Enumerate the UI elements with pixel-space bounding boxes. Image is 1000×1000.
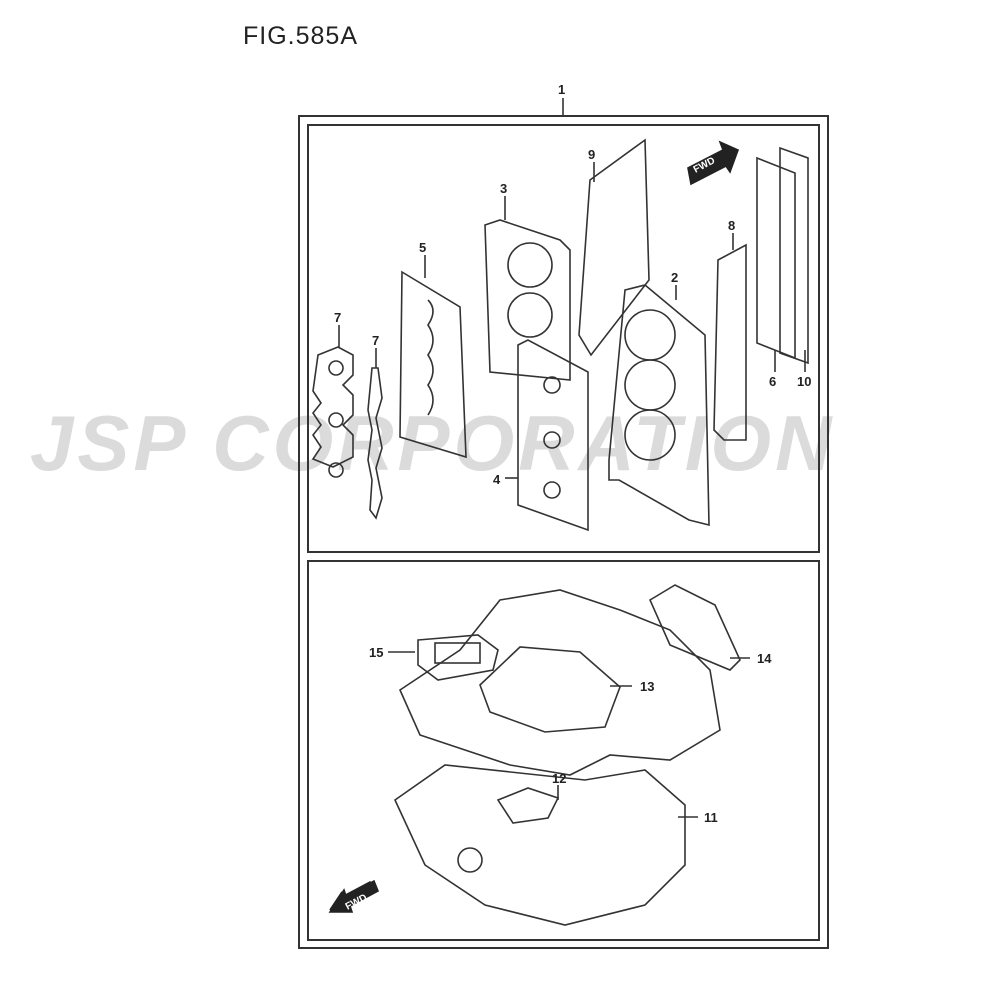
part-15-gasket: [388, 634, 499, 681]
part-5-gasket: [399, 255, 467, 459]
callout-15: 15: [369, 645, 384, 660]
part-8-gasket: [713, 233, 747, 441]
callout-4: 4: [493, 472, 501, 487]
part-9-gasket: [578, 138, 650, 357]
part-12-gasket: [496, 785, 560, 824]
part-10-gasket: [779, 146, 809, 372]
callout-7a: 7: [334, 310, 342, 325]
part-14-gasket: [648, 584, 750, 671]
main-cover-gasket: [398, 589, 721, 776]
callout-10: 10: [797, 374, 812, 389]
callout-6: 6: [769, 374, 777, 389]
callout-12: 12: [552, 771, 567, 786]
watermark: JSP CORPORATION: [30, 399, 836, 487]
part-11-gasket: [393, 764, 698, 926]
callout-8: 8: [728, 218, 736, 233]
callout-11: 11: [704, 810, 718, 825]
part-7-exhaust-gasket: [311, 325, 354, 478]
callout-7b: 7: [372, 333, 380, 348]
callout-14: 14: [757, 651, 772, 666]
callout-13: 13: [640, 679, 655, 694]
part-7-thin-gasket: [367, 348, 383, 520]
part-3-head-gasket: [484, 196, 571, 381]
lower-panel: [307, 560, 820, 941]
part-2-head-gasket: [608, 284, 710, 527]
callout-5: 5: [419, 240, 427, 255]
callout-9: 9: [588, 147, 596, 162]
part-6-gasket: [756, 156, 796, 372]
callout-1: 1: [558, 82, 566, 97]
fwd-arrow-icon: [328, 879, 380, 913]
callout-2: 2: [671, 270, 679, 285]
upper-panel: [307, 124, 820, 553]
figure-title: FIG.585A: [243, 22, 358, 50]
fwd-arrow-icon: [687, 140, 740, 186]
callout-3: 3: [500, 181, 508, 196]
outer-frame: [298, 115, 829, 949]
part-4-gasket: [505, 339, 589, 532]
part-13-gasket: [479, 646, 632, 733]
